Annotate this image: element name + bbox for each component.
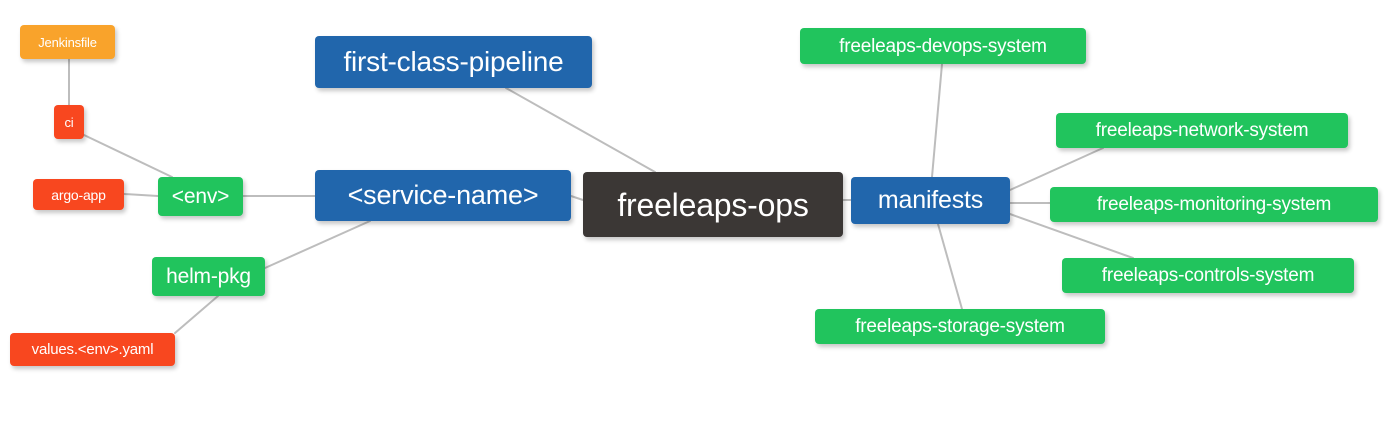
node-jenkinsfile[interactable]: Jenkinsfile bbox=[20, 25, 115, 59]
node-first-class-pipeline[interactable]: first-class-pipeline bbox=[315, 36, 592, 88]
edge-manifests-to-freeleaps-devops-system bbox=[931, 63, 943, 178]
node-freeleaps-devops-system[interactable]: freeleaps-devops-system bbox=[800, 28, 1086, 64]
node-freeleaps-monitoring-system[interactable]: freeleaps-monitoring-system bbox=[1050, 187, 1378, 222]
node-freeleaps-storage-system[interactable]: freeleaps-storage-system bbox=[815, 309, 1105, 344]
node-freeleaps-network-system[interactable]: freeleaps-network-system bbox=[1056, 113, 1348, 148]
edge-values-yaml-to-helm-pkg bbox=[174, 295, 219, 334]
edge-first-class-pipeline-to-freeleaps-ops bbox=[505, 87, 656, 173]
node-service-name[interactable]: <service-name> bbox=[315, 170, 571, 221]
edge-argo-app-to-env bbox=[123, 193, 159, 197]
edge-ci-to-env bbox=[83, 134, 173, 178]
node-freeleaps-ops[interactable]: freeleaps-ops bbox=[583, 172, 843, 237]
node-env[interactable]: <env> bbox=[158, 177, 243, 216]
edge-manifests-to-freeleaps-storage-system bbox=[937, 223, 963, 310]
edge-service-name-to-freeleaps-ops bbox=[570, 195, 584, 201]
edge-helm-pkg-to-service-name bbox=[264, 220, 371, 269]
node-helm-pkg[interactable]: helm-pkg bbox=[152, 257, 265, 296]
node-freeleaps-controls-system[interactable]: freeleaps-controls-system bbox=[1062, 258, 1354, 293]
node-argo-app[interactable]: argo-app bbox=[33, 179, 124, 210]
node-values-yaml[interactable]: values.<env>.yaml bbox=[10, 333, 175, 366]
edge-manifests-to-freeleaps-network-system bbox=[1009, 147, 1104, 191]
node-manifests[interactable]: manifests bbox=[851, 177, 1010, 224]
node-ci[interactable]: ci bbox=[54, 105, 84, 139]
